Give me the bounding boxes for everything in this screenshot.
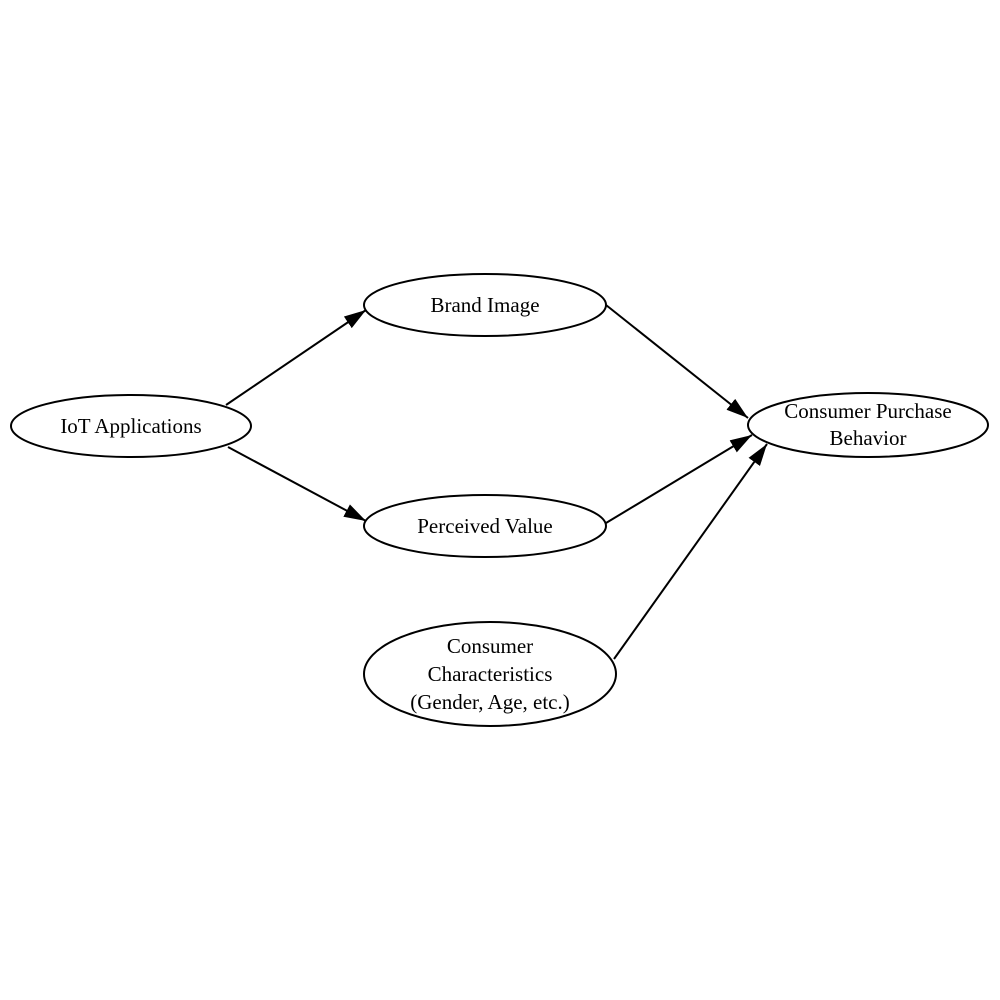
node-consumer-purchase-behavior-label-line-1: Consumer Purchase — [784, 399, 951, 423]
edge-brand-image-to-purchase-behavior — [605, 304, 749, 419]
node-consumer-characteristics-label-line-2: Characteristics — [428, 662, 553, 686]
node-iot-applications-label: IoT Applications — [60, 414, 201, 438]
edges — [225, 304, 768, 660]
node-iot-applications-shape — [10, 394, 252, 458]
node-consumer-purchase-behavior-shape — [747, 392, 989, 458]
node-iot-applications: IoT Applications — [10, 394, 252, 458]
node-brand-image-shape — [363, 273, 607, 337]
node-consumer-characteristics: Consumer Characteristics (Gender, Age, e… — [363, 621, 617, 727]
edge-characteristics-to-purchase-behavior — [613, 443, 768, 660]
edge-iot-to-brand-image — [225, 309, 367, 406]
edge-perceived-value-to-purchase-behavior — [605, 434, 753, 524]
node-brand-image: Brand Image — [363, 273, 607, 337]
node-perceived-value-label: Perceived Value — [417, 514, 552, 538]
node-consumer-characteristics-shape — [363, 621, 617, 727]
node-brand-image-label: Brand Image — [430, 293, 539, 317]
edge-iot-to-perceived-value — [227, 446, 367, 522]
node-consumer-purchase-behavior: Consumer Purchase Behavior — [747, 392, 989, 458]
node-consumer-characteristics-label-line-1: Consumer — [447, 634, 533, 658]
node-perceived-value: Perceived Value — [363, 494, 607, 558]
node-consumer-characteristics-label-line-3: (Gender, Age, etc.) — [410, 690, 570, 714]
node-perceived-value-shape — [363, 494, 607, 558]
node-consumer-purchase-behavior-label-line-2: Behavior — [830, 426, 907, 450]
